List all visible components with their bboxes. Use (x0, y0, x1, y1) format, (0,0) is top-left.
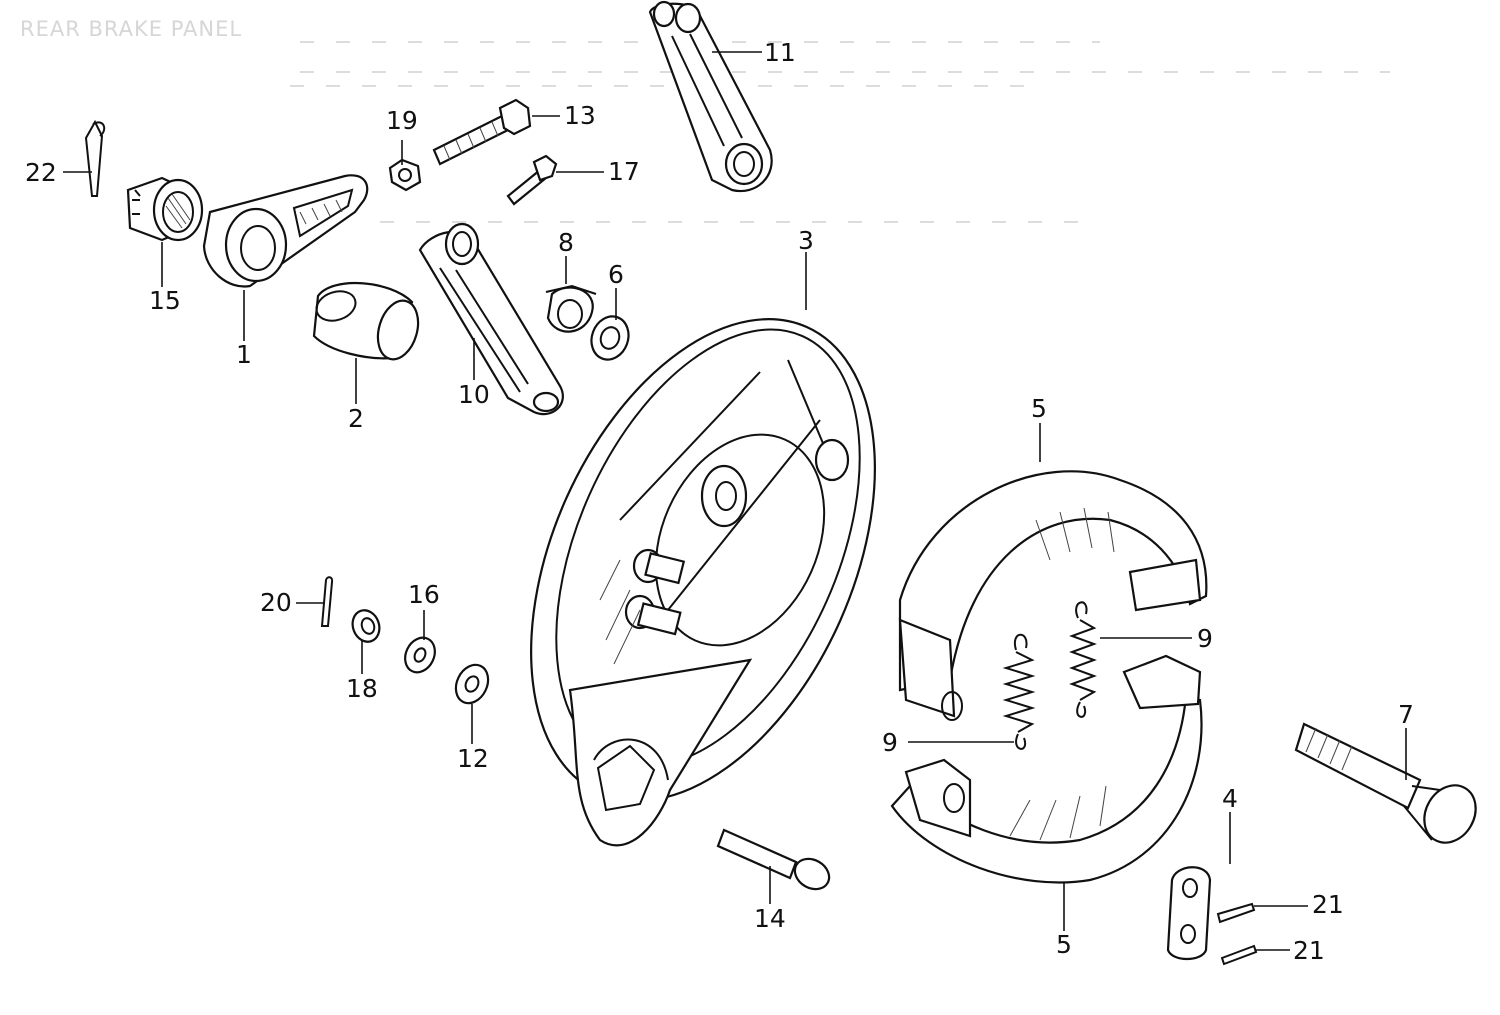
callout-21-upper: 21 (1312, 890, 1344, 919)
callout-4: 4 (1222, 784, 1238, 813)
part-22-cotter-pin (86, 122, 104, 196)
callout-13: 13 (564, 101, 596, 130)
part-20-cotter-pin (322, 577, 332, 626)
callout-7: 7 (1398, 700, 1414, 729)
callout-9-left: 9 (882, 728, 898, 757)
callout-2: 2 (348, 404, 364, 433)
callout-17: 17 (608, 157, 640, 186)
callout-15: 15 (149, 286, 181, 315)
part-2-collar (313, 283, 425, 364)
callout-18: 18 (346, 674, 378, 703)
diagram-title: REAR BRAKE PANEL (20, 17, 243, 41)
callout-3: 3 (798, 226, 814, 255)
part-6-washer (586, 311, 635, 365)
callout-1: 1 (236, 340, 252, 369)
callout-14: 14 (754, 904, 786, 933)
part-5-brake-shoe-upper (900, 471, 1206, 720)
part-4-plate (1168, 867, 1210, 959)
callout-9-right: 9 (1197, 624, 1213, 653)
callout-10: 10 (458, 380, 490, 409)
callout-16: 16 (408, 580, 440, 609)
callout-6: 6 (608, 260, 624, 289)
part-16-washer (400, 633, 441, 678)
part-13-bolt (434, 100, 530, 164)
callout-12: 12 (457, 744, 489, 773)
scan-artifacts (290, 42, 1390, 222)
part-10-cam-lever (420, 224, 563, 414)
part-14-pin-bolt (718, 830, 835, 895)
callout-5-lower: 5 (1056, 930, 1072, 959)
callout-11: 11 (764, 38, 796, 67)
part-8-clip (546, 286, 596, 332)
part-19-nut (390, 160, 420, 190)
leader-lines (63, 52, 1406, 950)
callout-22: 22 (25, 158, 57, 187)
callout-19: 19 (386, 106, 418, 135)
callout-21-lower: 21 (1293, 936, 1325, 965)
part-15-castle-nut (128, 178, 202, 240)
part-1-brake-arm (204, 175, 367, 286)
part-9-springs (1006, 602, 1094, 749)
part-5-brake-shoe-lower (892, 656, 1202, 883)
callout-20: 20 (260, 588, 292, 617)
callout-8: 8 (558, 228, 574, 257)
part-11-lever (650, 2, 772, 191)
part-17-bolt (508, 156, 556, 204)
part-21-pins (1218, 904, 1256, 964)
part-18-nut (348, 607, 383, 646)
part-12-washer (450, 659, 494, 708)
callout-5-upper: 5 (1031, 394, 1047, 423)
part-7-pivot-pin (1296, 724, 1486, 852)
part-3-brake-panel (462, 266, 943, 854)
